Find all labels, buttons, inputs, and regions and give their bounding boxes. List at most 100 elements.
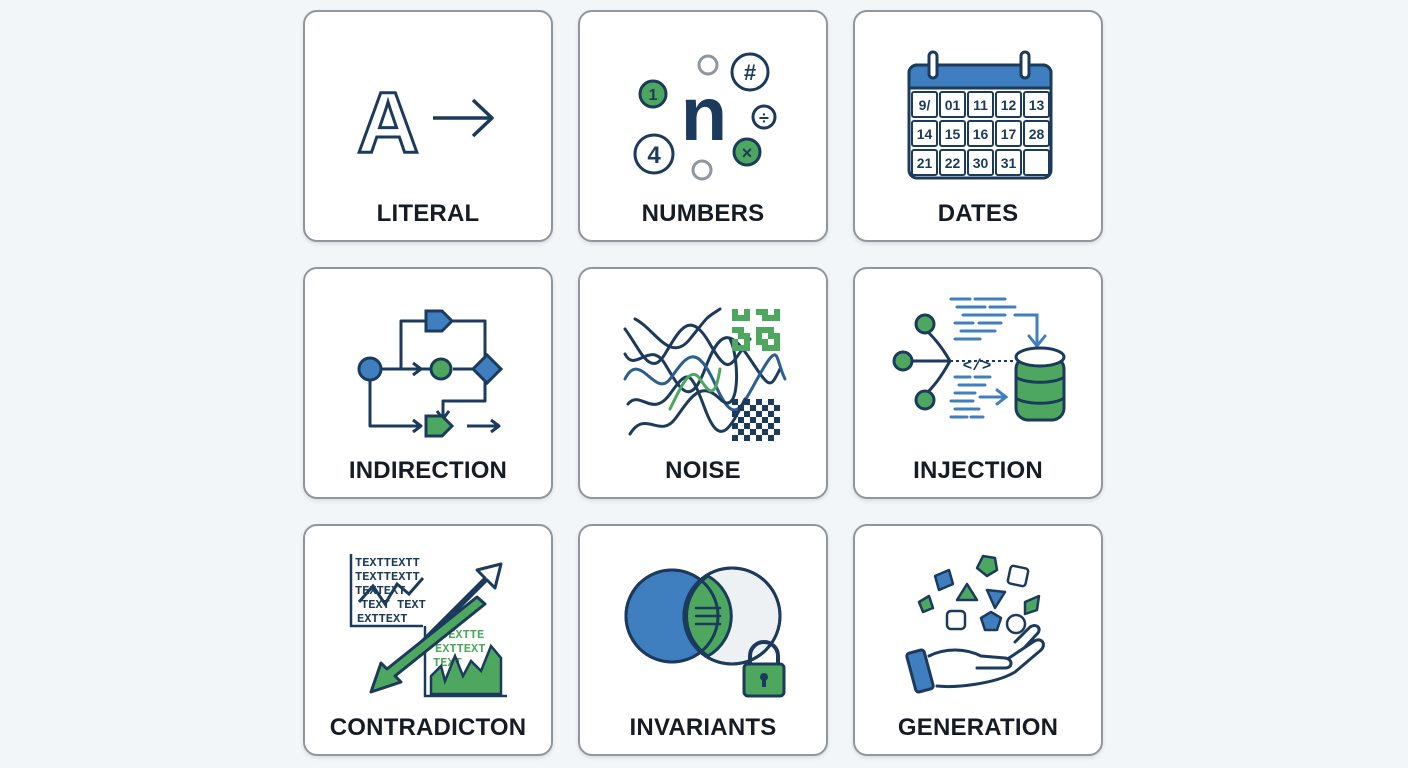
noise-pixel <box>768 411 774 417</box>
noise-pixel <box>756 333 762 339</box>
noise-pixel <box>762 309 768 315</box>
noise-pixel <box>768 423 774 429</box>
noise-pixel <box>744 399 750 405</box>
noise-pixel <box>732 435 738 441</box>
text-line: TEXTTEXTT <box>355 556 420 570</box>
noise-pixel <box>732 399 738 405</box>
noise-pixel <box>768 435 774 441</box>
noise-pixel <box>738 345 744 351</box>
numbers-icon: n 1 # ÷ 4 × <box>633 52 777 181</box>
noise-pixel <box>762 327 768 333</box>
noise-pixel <box>756 435 762 441</box>
noise-pixel <box>750 429 756 435</box>
tile-injection[interactable]: </> INJECTION <box>853 267 1103 499</box>
noise-pixel <box>744 345 750 351</box>
noise-pixel <box>768 333 774 339</box>
calendar-day-label: 31 <box>1001 155 1017 171</box>
noise-pixel <box>768 399 774 405</box>
calendar-day-label: 22 <box>945 155 961 171</box>
calendar-day-label: 01 <box>945 97 961 113</box>
text-line: EXTTEXT <box>357 612 407 626</box>
tile-generation[interactable]: GENERATION <box>853 524 1103 756</box>
tile-noise[interactable]: NOISE <box>578 267 828 499</box>
noise-pixel <box>774 315 780 321</box>
tile-label: INVARIANTS <box>629 714 777 741</box>
noise-pixel <box>750 405 756 411</box>
badge-hash: # <box>744 60 756 85</box>
calendar-day-label: 21 <box>917 155 933 171</box>
noise-pixel <box>732 327 738 333</box>
calendar-day-cell <box>995 120 1022 147</box>
tile-label: INDIRECTION <box>348 457 508 484</box>
code-tag: </> <box>963 357 992 375</box>
tile-numbers[interactable]: n 1 # ÷ 4 × NUMBERS <box>578 10 828 242</box>
letter-a-arrow-icon: A <box>355 74 494 173</box>
letter-a-glyph: A <box>357 75 419 171</box>
noise-pixel <box>762 429 768 435</box>
badge-one: 1 <box>649 87 658 104</box>
calendar-day-cell <box>967 120 994 147</box>
contradiction-arrows-icon: TEXTTEXTT TEXTTEXTT TEXTEXT TEXT TEXT EX… <box>349 554 507 698</box>
calendar-day-cell <box>911 149 938 176</box>
calendar-day-label: 13 <box>1029 97 1045 113</box>
noise-pixel <box>774 417 780 423</box>
calendar-day-cell <box>939 149 966 176</box>
noise-pixel <box>762 339 768 345</box>
text-line: EXTTEXT <box>435 642 485 656</box>
calendar-day-cell <box>967 91 994 118</box>
noise-pixel <box>738 327 744 333</box>
code-injection-icon: </> <box>892 297 1066 422</box>
noise-pixel <box>774 429 780 435</box>
tile-contradiction[interactable]: TEXTTEXTT TEXTTEXTT TEXTEXT TEXT TEXT EX… <box>303 524 553 756</box>
tile-indirection[interactable]: INDIRECTION <box>303 267 553 499</box>
calendar-day-cell <box>1023 149 1050 176</box>
noise-pixel <box>762 405 768 411</box>
calendar-day-label: 11 <box>973 97 988 113</box>
noise-pixel <box>732 411 738 417</box>
text-line: TEXT TEXT <box>361 598 426 612</box>
tile-literal[interactable]: A LITERAL <box>303 10 553 242</box>
noise-pixel <box>756 411 762 417</box>
tile-label: CONTRADICTON <box>329 714 527 741</box>
calendar-day-cell <box>995 149 1022 176</box>
calendar-day-cell <box>1023 120 1050 147</box>
badge-times: × <box>742 143 753 163</box>
calendar-day-cell <box>911 91 938 118</box>
tile-label: GENERATION <box>897 714 1059 741</box>
noise-pixel <box>768 345 774 351</box>
noise-pixel <box>744 339 750 345</box>
noise-pixel <box>732 345 738 351</box>
tile-label: NUMBERS <box>641 200 765 227</box>
noise-pixel <box>768 315 774 321</box>
calendar-day-label: 15 <box>945 126 961 142</box>
noise-pixel <box>732 423 738 429</box>
lock-icon <box>742 640 786 698</box>
calendar-day-label: 30 <box>973 155 989 171</box>
venn-lock-icon <box>624 566 786 698</box>
noise-pixel <box>756 399 762 405</box>
noise-pixel <box>750 417 756 423</box>
calendar-day-cell <box>1023 91 1050 118</box>
badge-four: 4 <box>647 142 661 169</box>
calendar-day-label: 17 <box>1001 126 1017 142</box>
badge-divide: ÷ <box>759 108 769 128</box>
noise-pixel <box>744 309 750 315</box>
noise-waves-icon <box>623 307 787 441</box>
noise-pixel <box>738 429 744 435</box>
noise-pixel <box>744 411 750 417</box>
noise-pixel <box>738 315 744 321</box>
letter-n-glyph: n <box>681 72 727 157</box>
noise-pixel <box>774 333 780 339</box>
noise-pixel <box>774 339 780 345</box>
noise-pixel <box>762 417 768 423</box>
calendar-day-cell <box>939 120 966 147</box>
tile-invariants[interactable]: INVARIANTS <box>578 524 828 756</box>
hand-shapes-icon <box>905 554 1045 694</box>
noise-pixel <box>756 339 762 345</box>
noise-pixel <box>732 339 738 345</box>
noise-pixel <box>756 309 762 315</box>
noise-pixel <box>774 309 780 315</box>
tile-label: DATES <box>937 200 1019 227</box>
noise-pixel <box>774 345 780 351</box>
